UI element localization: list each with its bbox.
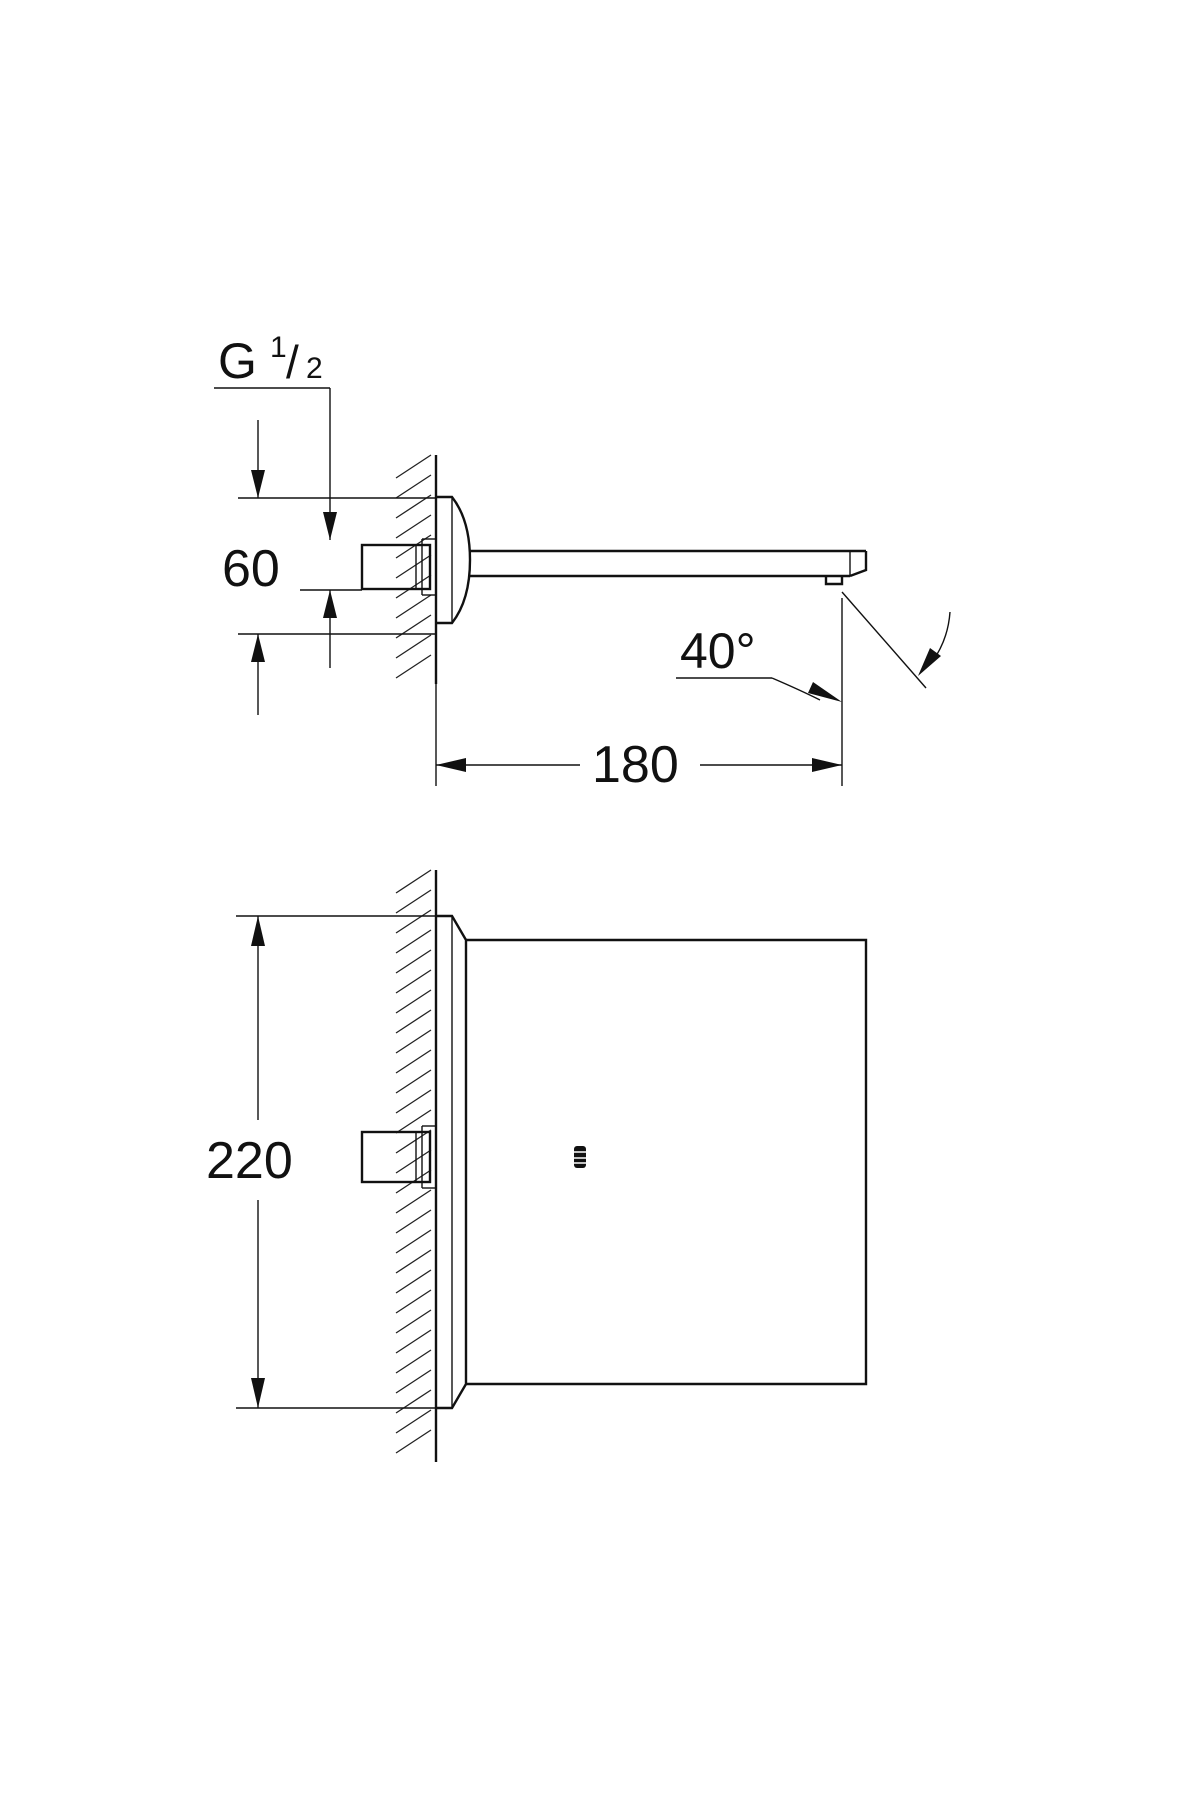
connection-fitting-top xyxy=(360,538,436,596)
thread-slash: / xyxy=(286,336,299,388)
wall-hatching-top xyxy=(395,454,432,679)
thread-numerator: 1 xyxy=(270,331,287,364)
wall-hatching-bottom xyxy=(395,869,432,1454)
spout-profile xyxy=(470,549,868,586)
thread-denominator: 2 xyxy=(306,352,323,385)
sensor-icon xyxy=(574,1146,586,1168)
dimension-220: 220 xyxy=(206,915,436,1409)
angle-40-label: 40° xyxy=(680,623,756,679)
spout-body-front xyxy=(466,938,868,1386)
angle-40-callout: 40° xyxy=(676,591,951,702)
dimension-60: 60 xyxy=(222,420,436,715)
dimension-180-label: 180 xyxy=(592,736,679,794)
dimension-60-label: 60 xyxy=(222,540,280,598)
connection-fitting-bottom xyxy=(360,1125,436,1189)
wall-plate-profile xyxy=(436,914,468,1410)
thread-size-callout: G 1 / 2 xyxy=(214,331,337,540)
escutcheon-profile xyxy=(436,495,472,625)
dimension-180: 180 xyxy=(435,598,843,794)
dimension-220-label: 220 xyxy=(206,1132,293,1190)
thread-letter: G xyxy=(218,333,257,389)
front-view: 220 xyxy=(206,869,868,1462)
side-view: G 1 / 2 60 1 xyxy=(214,331,951,794)
